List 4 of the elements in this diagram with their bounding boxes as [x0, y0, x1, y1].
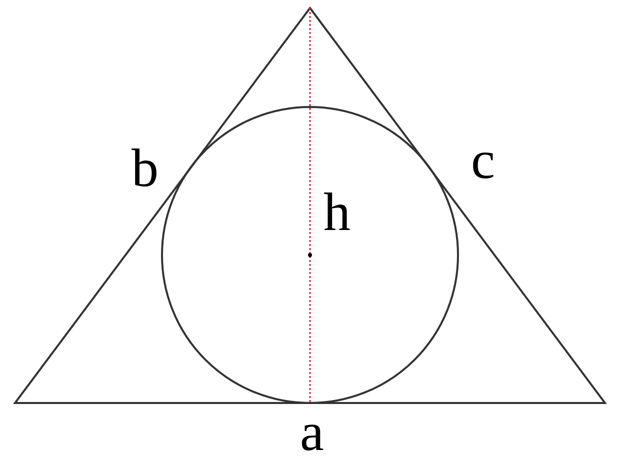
side-label: a — [300, 405, 324, 459]
side-label: b — [132, 141, 158, 195]
side-label: c — [471, 133, 495, 187]
side-label: h — [324, 185, 350, 239]
